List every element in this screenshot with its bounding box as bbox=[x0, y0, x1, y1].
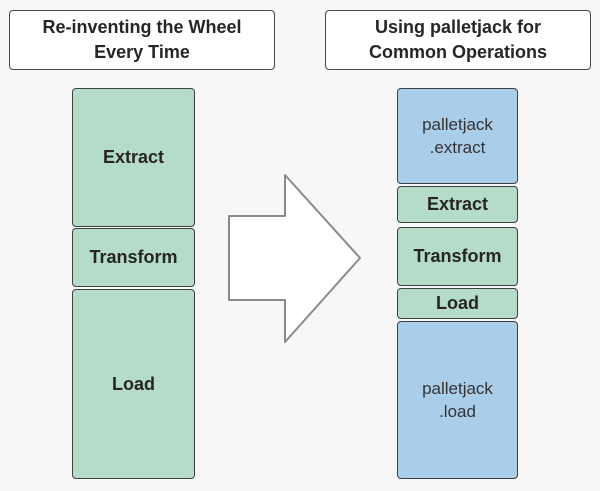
box-palletjack-load-line2: .load bbox=[439, 402, 476, 421]
box-extract-left: Extract bbox=[72, 88, 195, 227]
left-title-box: Re-inventing the Wheel Every Time bbox=[9, 10, 275, 70]
box-transform-left-label: Transform bbox=[89, 247, 178, 267]
left-title-line1: Re-inventing the Wheel bbox=[42, 17, 242, 37]
left-title-line2: Every Time bbox=[94, 42, 190, 62]
box-palletjack-load: palletjack .load bbox=[397, 321, 518, 479]
box-palletjack-extract-line2: .extract bbox=[429, 138, 486, 157]
box-load-right-label: Load bbox=[436, 293, 479, 313]
box-palletjack-extract: palletjack .extract bbox=[397, 88, 518, 184]
box-transform-right: Transform bbox=[397, 227, 518, 286]
box-palletjack-load-line1: palletjack bbox=[422, 379, 493, 398]
box-extract-left-label: Extract bbox=[102, 147, 165, 167]
box-palletjack-extract-line1: palletjack bbox=[422, 115, 493, 134]
right-title-box: Using palletjack for Common Operations bbox=[325, 10, 591, 70]
arrow-right-icon bbox=[225, 170, 365, 348]
box-load-left: Load bbox=[72, 289, 195, 479]
box-load-right: Load bbox=[397, 288, 518, 319]
box-load-left-label: Load bbox=[112, 373, 155, 394]
right-title-line1: Using palletjack for bbox=[374, 17, 542, 37]
box-extract-right: Extract bbox=[397, 186, 518, 223]
box-transform-right-label: Transform bbox=[413, 246, 502, 266]
box-transform-left: Transform bbox=[72, 228, 195, 287]
right-title-line2: Common Operations bbox=[368, 42, 547, 62]
box-extract-right-label: Extract bbox=[426, 194, 489, 214]
